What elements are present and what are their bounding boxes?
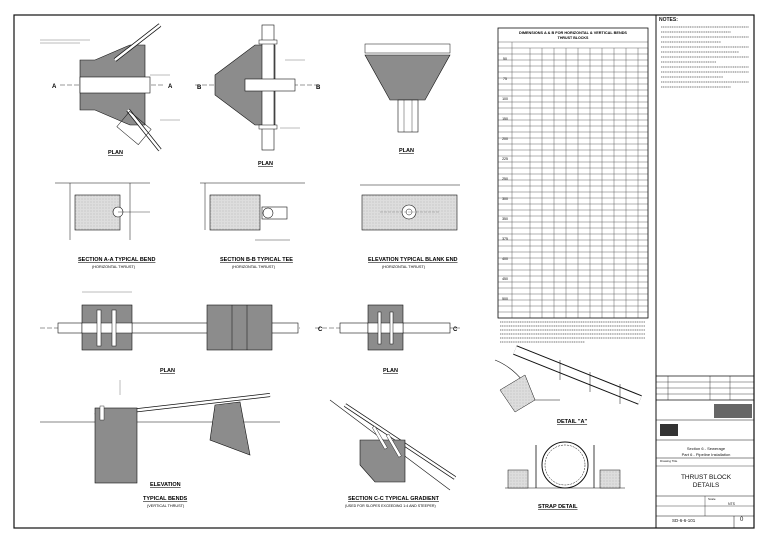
section-marker-a-right: A	[168, 84, 173, 90]
elevation-blank-end-view: ELEVATION TYPICAL BLANK END (HORIZONTAL …	[360, 184, 460, 269]
title-block: Section 6 - Sewerage Part 6 - Pipeline I…	[658, 376, 754, 526]
plan-label-5: PLAN	[383, 368, 398, 374]
section-marker-c-left: C	[318, 327, 323, 333]
table-row-label: 225	[502, 157, 508, 161]
notes-panel: NOTES:	[659, 18, 754, 94]
plan-label-2: PLAN	[258, 161, 273, 167]
plan-blank-end-view: PLAN	[364, 43, 451, 154]
plan-cc-view: C C PLAN	[315, 304, 460, 374]
section-aa-view: SECTION A-A TYPICAL BEND (HORIZONTAL THR…	[55, 182, 155, 269]
drawing-title-label: Drawing Title	[660, 459, 678, 463]
elevation-bends-view: ELEVATION TYPICAL BENDS (VERTICAL THRUST…	[40, 380, 280, 508]
elevation-blank-title: ELEVATION TYPICAL BLANK END	[368, 257, 458, 263]
typical-bends-title: TYPICAL BENDS	[143, 496, 188, 502]
strap-detail-view: STRAP DETAIL	[505, 441, 625, 510]
section-marker-a-left: A	[52, 84, 57, 90]
typical-bends-subtitle: (VERTICAL THRUST)	[147, 504, 185, 508]
table-subtitle: THRUST BLOCKS	[558, 36, 589, 40]
plan-tee-view: B B PLAN	[195, 24, 321, 167]
table-row-label: 100	[502, 97, 508, 101]
dimension-table: DIMENSIONS A & B FOR HORIZONTAL & VERTIC…	[497, 27, 649, 319]
section-cc-subtitle: (USED FOR SLOPES EXCEEDING 1:4 AND STEEP…	[345, 504, 436, 508]
section-heading: Section 6 - Sewerage	[686, 446, 726, 451]
plan-label-1: PLAN	[108, 150, 123, 156]
revision-number: 0	[740, 517, 744, 523]
company-logo	[714, 404, 752, 418]
notes-lines	[661, 26, 749, 88]
table-row-labels: 50 75 100 150 200 225 250 300 350 375 400 450 500	[502, 57, 508, 301]
table-row-label: 250	[502, 177, 508, 181]
detail-a-view: DETAIL "A"	[494, 345, 642, 425]
authority-logo	[660, 424, 678, 436]
table-row-label: 400	[502, 257, 508, 261]
table-note-lines	[500, 321, 645, 343]
table-row-label: 200	[502, 137, 508, 141]
table-row-label: 375	[502, 237, 508, 241]
elevation-title: ELEVATION	[150, 482, 181, 488]
plan-label-3: PLAN	[399, 148, 414, 154]
section-cc-view: SECTION C-C TYPICAL GRADIENT (USED FOR S…	[329, 399, 457, 508]
section-aa-subtitle: (HORIZONTAL THRUST)	[92, 265, 136, 269]
plan-straps-view: PLAN	[40, 291, 300, 374]
table-row-label: 450	[502, 277, 508, 281]
table-row-label: 300	[502, 197, 508, 201]
section-bb-title: SECTION B-B TYPICAL TEE	[220, 257, 293, 263]
table-row-label: 50	[503, 57, 507, 61]
section-bb-view: SECTION B-B TYPICAL TEE (HORIZONTAL THRU…	[200, 182, 305, 269]
drawing-number: SD-6-6-101	[672, 518, 696, 523]
section-marker-b-left: B	[197, 85, 202, 91]
part-heading: Part 6 - Pipeline Installation	[681, 452, 731, 457]
table-row-label: 500	[502, 297, 508, 301]
table-row-label: 75	[503, 77, 507, 81]
strap-detail-title: STRAP DETAIL	[538, 504, 578, 510]
drawing-title-line2: DETAILS	[692, 482, 720, 489]
notes-title: NOTES:	[659, 17, 678, 23]
table-row-label: 350	[502, 217, 508, 221]
scale-value: NTS	[728, 502, 735, 506]
title-block-frame	[656, 375, 754, 528]
table-grid	[497, 41, 649, 319]
section-cc-title: SECTION C-C TYPICAL GRADIENT	[348, 496, 440, 502]
plan-bend-view: A A PLAN	[40, 23, 180, 156]
table-row-label: 150	[502, 117, 508, 121]
section-marker-b-right: B	[316, 85, 321, 91]
table-title: DIMENSIONS A & B FOR HORIZONTAL & VERTIC…	[519, 31, 627, 35]
section-marker-c-right: C	[453, 327, 458, 333]
detail-a-title: DETAIL "A"	[557, 419, 587, 425]
elevation-blank-subtitle: (HORIZONTAL THRUST)	[382, 265, 426, 269]
section-aa-title: SECTION A-A TYPICAL BEND	[78, 257, 155, 263]
scale-label: Scale	[708, 497, 716, 501]
sheet-border	[13, 14, 755, 529]
section-bb-subtitle: (HORIZONTAL THRUST)	[232, 265, 276, 269]
drawing-title-line1: THRUST BLOCK	[680, 474, 732, 481]
plan-label-4: PLAN	[160, 368, 175, 374]
